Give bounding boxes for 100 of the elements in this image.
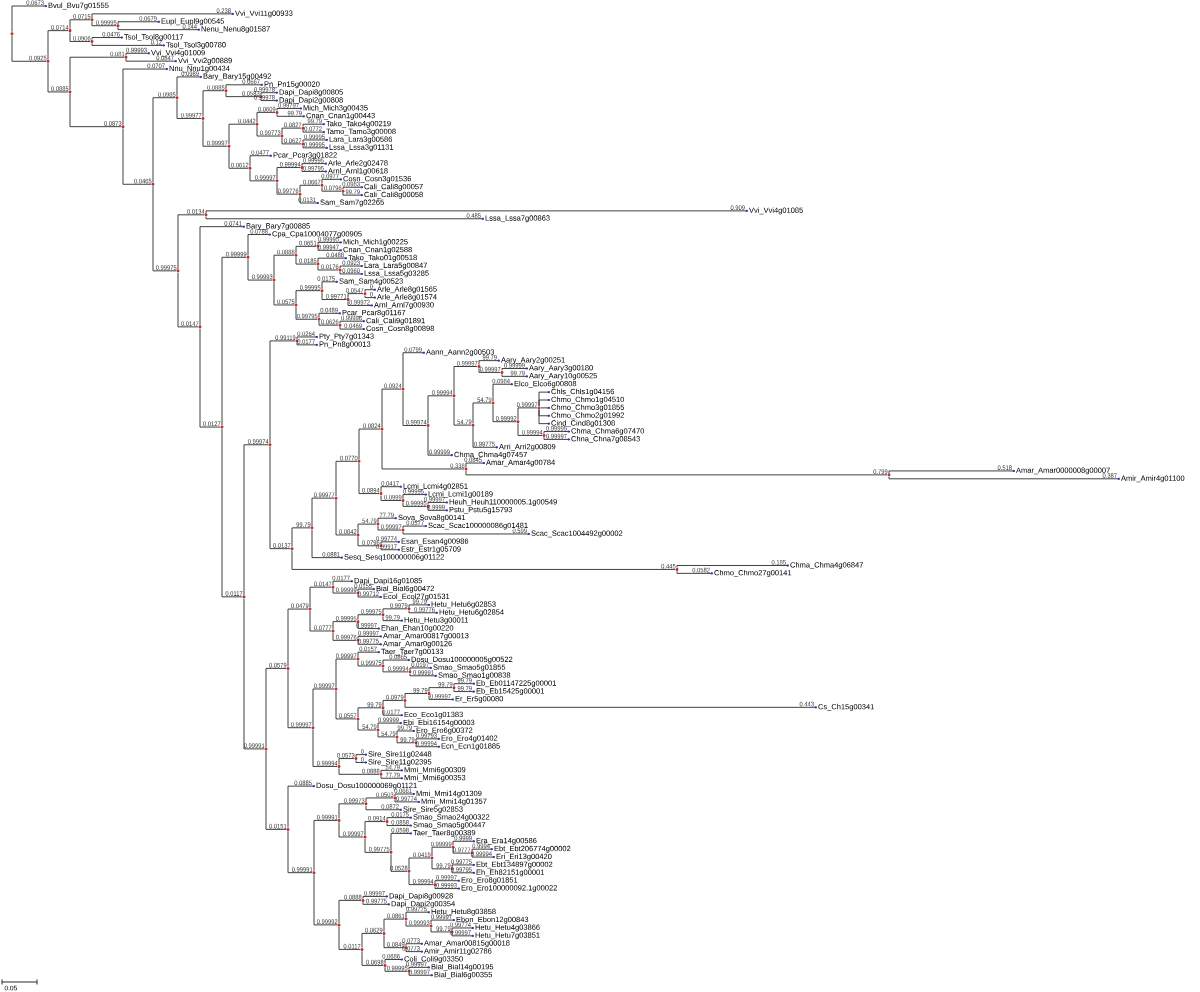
branch-line <box>355 760 368 763</box>
branch-line <box>287 830 313 874</box>
branch-line <box>478 360 501 366</box>
branch-line <box>405 920 430 927</box>
branch-line <box>364 838 390 853</box>
branch-line <box>357 614 382 621</box>
branch-line <box>313 819 338 872</box>
branch-line <box>313 874 338 926</box>
branch-line <box>321 292 347 300</box>
branch-line <box>365 805 403 811</box>
branch-line <box>492 404 517 423</box>
branch-line <box>91 13 235 19</box>
branch-line <box>472 402 492 424</box>
branch-line <box>472 426 499 448</box>
branch-line <box>409 667 433 671</box>
branch-line <box>377 731 396 738</box>
branch-line <box>380 775 404 779</box>
branch-line <box>357 720 377 731</box>
branch-line <box>381 388 402 428</box>
branch-line <box>430 919 456 925</box>
branch-line <box>301 169 328 172</box>
branch-line <box>538 399 551 407</box>
branch-line <box>408 872 434 886</box>
branch-line <box>269 340 296 444</box>
branch-line <box>125 58 178 62</box>
branch-line <box>202 90 225 118</box>
branch-line <box>396 730 416 736</box>
branch-line <box>176 76 203 97</box>
branch-line <box>405 911 431 918</box>
branch-line <box>394 793 416 797</box>
branch-line <box>296 342 319 346</box>
branch-line <box>358 428 381 460</box>
branch-line <box>302 123 326 127</box>
branch-line <box>332 588 357 594</box>
branch-line <box>247 258 273 281</box>
branch-line <box>309 610 332 632</box>
branch-line <box>415 738 441 742</box>
branch-line <box>357 707 382 718</box>
branch-line <box>357 536 380 547</box>
branch-line <box>276 167 301 180</box>
branch-line <box>357 635 383 639</box>
branch-line <box>321 178 343 184</box>
branch-line <box>335 460 358 497</box>
branch-line <box>434 886 461 890</box>
branch-line <box>427 426 454 456</box>
branch-line <box>228 147 249 169</box>
branch-line <box>357 623 381 629</box>
branch-line <box>69 93 122 128</box>
branch-line <box>152 185 177 272</box>
branch-line <box>402 352 426 388</box>
branch-line <box>382 616 404 622</box>
branch-line <box>382 667 409 673</box>
branch-line <box>295 290 321 304</box>
branch-line <box>332 621 357 630</box>
branch-line <box>453 397 472 426</box>
branch-line <box>249 155 273 167</box>
branch-line <box>362 901 391 905</box>
branch-line <box>295 256 317 265</box>
branch-line <box>152 97 176 183</box>
branch-line <box>501 373 529 377</box>
branch-line <box>431 859 451 870</box>
branch-line <box>256 125 281 137</box>
branch-line <box>281 127 302 135</box>
branch-line <box>287 785 316 828</box>
branch-line <box>452 840 476 846</box>
branch-line <box>225 92 260 98</box>
branch-line <box>317 265 339 271</box>
branch-line <box>676 570 714 574</box>
branch-line <box>408 857 431 870</box>
branch-line <box>453 689 476 693</box>
branch-line <box>402 390 427 426</box>
branch-line <box>453 366 478 395</box>
branch-line <box>332 632 357 641</box>
branch-line <box>249 169 276 182</box>
branch-line <box>364 295 377 298</box>
branch-line <box>465 470 888 476</box>
branch-line <box>276 113 306 117</box>
branch-line <box>428 695 455 700</box>
branch-line <box>339 326 366 330</box>
branch-line <box>122 68 169 126</box>
branch-line <box>202 119 228 147</box>
branch-line <box>276 108 303 111</box>
branch-line <box>451 933 475 937</box>
branch-line <box>122 128 152 185</box>
branch-line <box>390 853 408 872</box>
branch-line <box>11 35 47 62</box>
branch-line <box>302 145 329 149</box>
branch-line <box>409 673 438 677</box>
branch-line <box>317 257 348 263</box>
branch-line <box>296 336 319 340</box>
branch-line <box>402 494 428 500</box>
branch-line <box>451 870 476 874</box>
branch-line <box>243 598 265 750</box>
branch-line <box>451 864 476 868</box>
branch-line <box>357 594 383 598</box>
branch-line <box>543 431 571 434</box>
branch-line <box>357 660 382 667</box>
branch-line <box>205 216 485 220</box>
branch-line <box>11 5 48 33</box>
branch-line <box>358 462 380 495</box>
